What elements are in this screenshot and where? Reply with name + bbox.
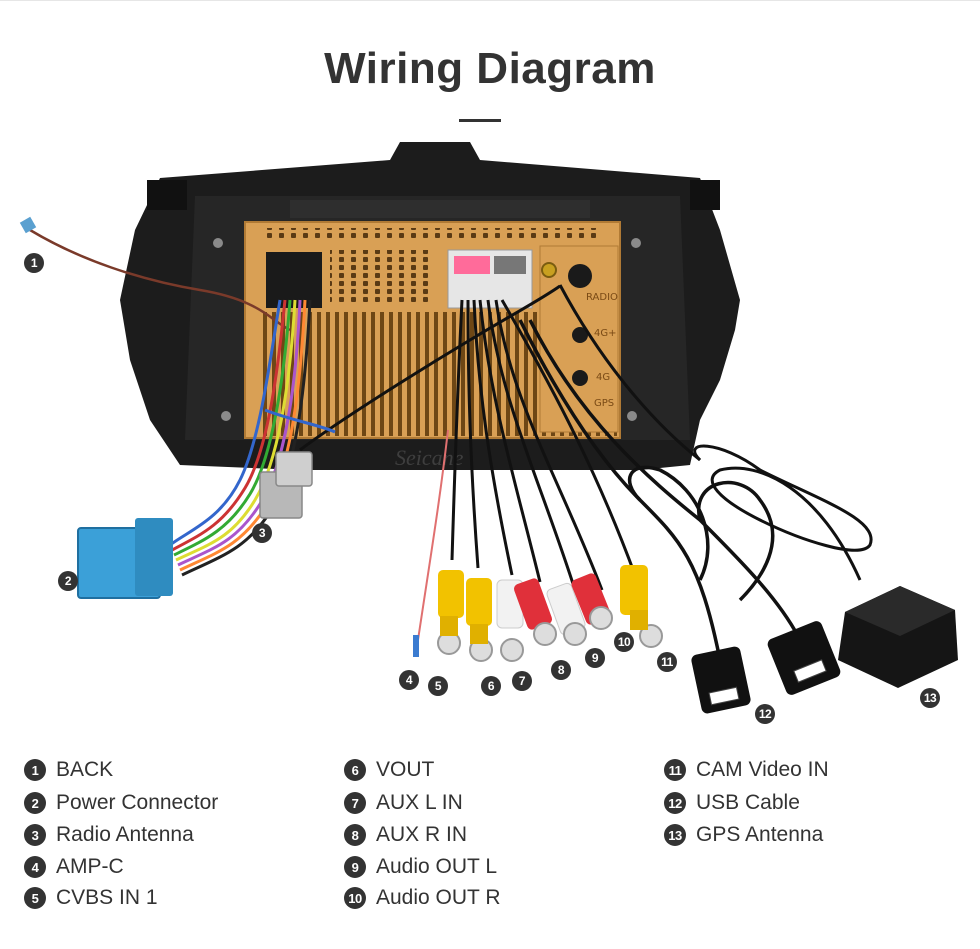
title-underline — [459, 119, 501, 122]
legend-item-4: 4 AMP-C — [24, 854, 124, 880]
callout-10: 10 — [614, 632, 634, 652]
legend-label: AUX L IN — [376, 791, 463, 814]
legend-label: GPS Antenna — [696, 823, 824, 846]
legend-label: VOUT — [376, 758, 435, 781]
callout-12: 12 — [755, 704, 775, 724]
legend-badge: 11 — [664, 759, 686, 781]
legend-label: Power Connector — [56, 791, 219, 814]
panel-label-4g-plus: 4G+ — [594, 328, 617, 339]
panel-label-4g: 4G — [596, 372, 611, 383]
radio-antenna-connector — [259, 451, 313, 519]
legend-badge: 4 — [24, 856, 46, 878]
legend-item-11: 11 CAM Video IN — [664, 757, 829, 783]
wire-gps — [558, 284, 873, 581]
legend-badge: 6 — [344, 759, 366, 781]
legend-badge: 10 — [344, 887, 366, 909]
legend-badge: 8 — [344, 824, 366, 846]
legend-badge: 5 — [24, 887, 46, 909]
callout-11: 11 — [657, 652, 677, 672]
gps-antenna — [838, 586, 958, 688]
legend-label: USB Cable — [696, 791, 800, 814]
rca-plugs — [437, 565, 663, 662]
legend-item-1: 1 BACK — [24, 757, 113, 783]
legend-badge: 3 — [24, 824, 46, 846]
wire-bundle-rca — [450, 299, 637, 591]
callout-6: 6 — [481, 676, 501, 696]
panel-label-radio: RADIO — [586, 292, 618, 303]
legend-label: BACK — [56, 758, 114, 781]
callout-8: 8 — [551, 660, 571, 680]
wire-amp — [417, 429, 449, 641]
page-title: Wiring Diagram — [324, 44, 656, 93]
legend-badge: 2 — [24, 792, 46, 814]
legend-item-10: 10 Audio OUT R — [344, 885, 501, 911]
legend-label: CAM Video IN — [696, 758, 829, 781]
legend-item-12: 12 USB Cable — [664, 790, 800, 816]
callout-9: 9 — [585, 648, 605, 668]
legend-label: AUX R IN — [376, 823, 468, 846]
legend-badge: 12 — [664, 792, 686, 814]
callout-3: 3 — [252, 523, 272, 543]
legend-label: Radio Antenna — [56, 823, 194, 846]
callout-1: 1 — [24, 253, 44, 273]
callout-13: 13 — [920, 688, 940, 708]
legend-item-13: 13 GPS Antenna — [664, 822, 823, 848]
legend-badge: 13 — [664, 824, 686, 846]
legend-label: Audio OUT R — [376, 886, 501, 909]
legend-item-8: 8 AUX R IN — [344, 822, 467, 848]
wiring-illustration: Seicane — [19, 142, 958, 714]
legend-label: AMP-C — [56, 855, 124, 878]
top-divider — [0, 0, 980, 1]
legend-label: Audio OUT L — [376, 855, 498, 878]
legend-badge: 1 — [24, 759, 46, 781]
usb-plugs — [691, 621, 841, 714]
legend-item-5: 5 CVBS IN 1 — [24, 885, 158, 911]
watermark: Seicane — [395, 445, 464, 470]
legend-item-9: 9 Audio OUT L — [344, 854, 497, 880]
wire-usb — [518, 319, 802, 661]
callout-2: 2 — [58, 571, 78, 591]
legend-item-3: 3 Radio Antenna — [24, 822, 194, 848]
legend-label: CVBS IN 1 — [56, 886, 158, 909]
legend-badge: 7 — [344, 792, 366, 814]
power-connector — [77, 518, 173, 599]
amp-plug — [413, 635, 419, 657]
legend-badge: 9 — [344, 856, 366, 878]
legend-item-6: 6 VOUT — [344, 757, 434, 783]
callout-4: 4 — [399, 670, 419, 690]
panel-label-gps: GPS — [594, 398, 615, 409]
legend-item-2: 2 Power Connector — [24, 790, 218, 816]
wire-bundle-power — [169, 299, 312, 577]
wire-back — [19, 216, 291, 332]
callout-5: 5 — [428, 676, 448, 696]
legend-item-7: 7 AUX L IN — [344, 790, 463, 816]
callout-7: 7 — [512, 671, 532, 691]
